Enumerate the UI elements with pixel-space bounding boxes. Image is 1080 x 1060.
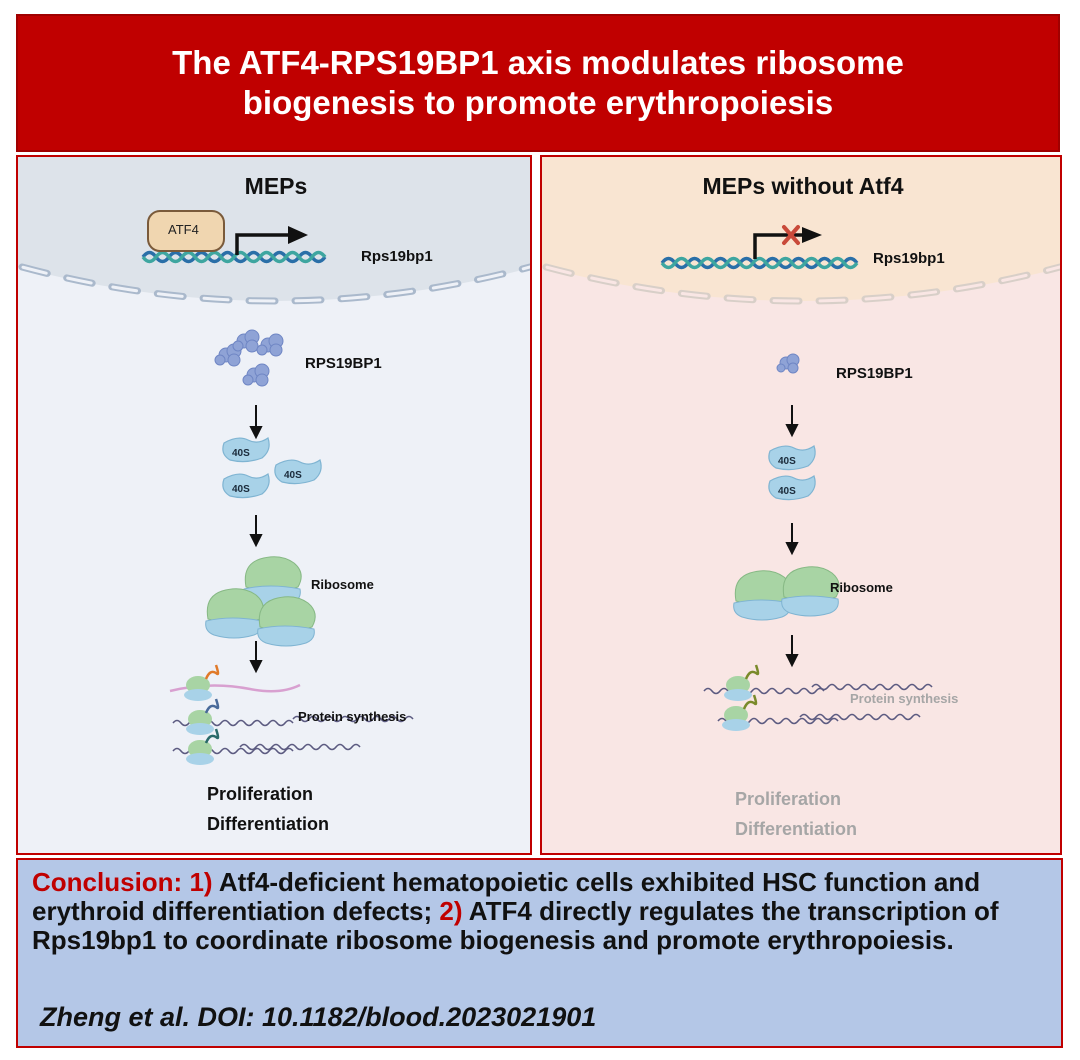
dna-helix: [660, 256, 859, 270]
citation: Zheng et al. DOI: 10.1182/blood.20230219…: [40, 1002, 597, 1032]
subunit-label: 40S: [232, 448, 250, 459]
subunit-40s-icon: [222, 437, 322, 499]
blocked-transcription-arrow-icon: [753, 227, 822, 259]
subunit-label: 40S: [284, 470, 302, 481]
transcription-arrow-icon: [235, 226, 308, 255]
subunit-40s-icon: [768, 445, 816, 501]
nucleus-region: [18, 157, 530, 301]
synthesis-label: Protein synthesis: [298, 709, 407, 724]
title-line-1: The ATF4-RPS19BP1 axis modulates ribosom…: [172, 44, 904, 81]
dna-helix: [141, 250, 327, 264]
conclusion-item2-number: 2): [439, 896, 463, 926]
panel-heading: MEPs without Atf4: [702, 173, 904, 199]
atf4-factor: [147, 210, 225, 252]
outcome-proliferation: Proliferation: [735, 789, 842, 809]
ribosome-icon: [205, 556, 316, 647]
gene-label: Rps19bp1: [361, 248, 433, 265]
conclusion-item1-text: Atf4-deficient hematopoietic cells exhib…: [32, 867, 981, 926]
cross-mark-icon: [782, 225, 800, 245]
flow-arrows: [785, 405, 799, 668]
subunit-label: 40S: [778, 486, 796, 497]
atf4-label: ATF4: [168, 222, 199, 237]
conclusion-box: Conclusion: 1) Atf4-deficient hematopoie…: [16, 858, 1063, 1048]
protein-synthesis-icon: [169, 664, 414, 765]
conclusion-label: Conclusion:: [32, 867, 183, 897]
subunit-label: 40S: [232, 484, 250, 495]
conclusion-item2-text: ATF4 directly regulates the transcriptio…: [32, 896, 999, 955]
panel-meps: MEPs ATF4 Rps19bp1 RPS19BP1 40S 40S 40S …: [16, 155, 532, 855]
panel-atf4-ko-illustration: [542, 157, 1060, 731]
synthesis-label: Protein synthesis: [850, 691, 959, 706]
outcome-differentiation: Differentiation: [207, 814, 330, 834]
title-banner: The ATF4-RPS19BP1 axis modulates ribosom…: [16, 14, 1060, 152]
ribosome-label: Ribosome: [830, 580, 893, 595]
title-line-2: biogenesis to promote erythropoiesis: [242, 84, 834, 121]
outcome-differentiation: Differentiation: [735, 819, 858, 839]
rps19bp1-protein-icon: [776, 353, 800, 374]
protein-label: RPS19BP1: [836, 365, 913, 382]
gene-label: Rps19bp1: [873, 250, 945, 267]
panel-heading: MEPs: [244, 173, 308, 199]
protein-label: RPS19BP1: [305, 355, 382, 372]
panel-meps-without-atf4: MEPs without Atf4 Rps19bp1 RPS19BP1 40S …: [540, 155, 1062, 855]
rps19bp1-protein-icon: [214, 329, 284, 387]
nuclear-envelope: [542, 263, 1060, 305]
subunit-label: 40S: [778, 456, 796, 467]
conclusion-item1-number: 1): [189, 867, 213, 897]
protein-synthesis-icon: [703, 664, 933, 731]
ribosome-label: Ribosome: [311, 577, 374, 592]
ribosome-icon: [733, 566, 840, 621]
outcome-proliferation: Proliferation: [207, 784, 314, 804]
panel-meps-illustration: [18, 157, 530, 765]
flow-arrows: [249, 405, 263, 674]
